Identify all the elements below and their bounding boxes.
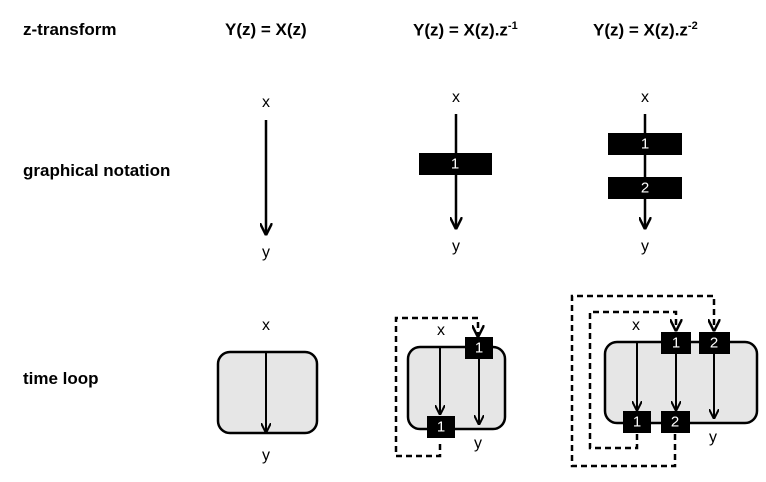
delay-box-1 xyxy=(661,332,691,354)
feedback-loop-one xyxy=(394,316,478,458)
feedback-loop-two-inner xyxy=(588,310,676,450)
x-label-delay-two: x xyxy=(641,89,649,106)
x-label-loop-one: x xyxy=(437,322,445,339)
delay-box-1 xyxy=(419,153,492,175)
header-delay-two-exponent: -2 xyxy=(687,20,698,32)
delay-box-1-label: 1 xyxy=(437,419,445,436)
delay-box-2-label: 2 xyxy=(641,180,649,197)
delay-box-1-label: 1 xyxy=(475,340,483,357)
header-delay-two: Y(z) = X(z).z-2 xyxy=(593,20,698,41)
y-label-delay-one: y xyxy=(452,238,460,255)
delay-box-1 xyxy=(608,133,682,155)
x-label-identity: x xyxy=(262,94,270,111)
y-label-loop-two: y xyxy=(709,429,717,446)
delay-box-2-label: 2 xyxy=(671,414,679,431)
delay-box-1-label: 1 xyxy=(641,136,649,153)
loop-box-identity xyxy=(216,350,319,435)
delay-box-1 xyxy=(465,337,493,359)
z-transform-label: z-transform xyxy=(23,20,117,39)
feedback-loop-two-outer xyxy=(570,294,714,468)
header-identity: Y(z) = X(z) xyxy=(225,20,307,39)
loop-box-two xyxy=(603,340,759,425)
time-loop-label: time loop xyxy=(23,369,99,388)
delay-box-2 xyxy=(661,411,690,433)
delay-box-2 xyxy=(608,177,682,199)
header-delay-two-base: Y(z) = X(z).z xyxy=(593,20,688,40)
x-label-loop-two: x xyxy=(632,317,640,334)
delay-box-1-label: 1 xyxy=(451,156,459,173)
delay-box-2-label: 2 xyxy=(710,335,718,352)
delay-box-2 xyxy=(699,332,730,354)
graphical-notation-label: graphical notation xyxy=(23,161,171,180)
delay-box-1 xyxy=(427,416,455,438)
delay-box-1 xyxy=(623,411,651,433)
y-label-loop-one: y xyxy=(474,435,482,452)
y-label-delay-two: y xyxy=(641,238,649,255)
delay-box-1-label: 1 xyxy=(672,335,680,352)
header-delay-one-base: Y(z) = X(z).z xyxy=(413,20,508,40)
loop-box-one xyxy=(406,345,507,431)
x-label-delay-one: x xyxy=(452,89,460,106)
delay-box-1-label: 1 xyxy=(633,414,641,431)
header-delay-one-exponent: -1 xyxy=(507,20,518,32)
y-label-loop-identity: y xyxy=(262,447,270,464)
y-label-identity: y xyxy=(262,244,270,261)
header-delay-one: Y(z) = X(z).z-1 xyxy=(413,20,518,41)
x-label-loop-identity: x xyxy=(262,317,270,334)
